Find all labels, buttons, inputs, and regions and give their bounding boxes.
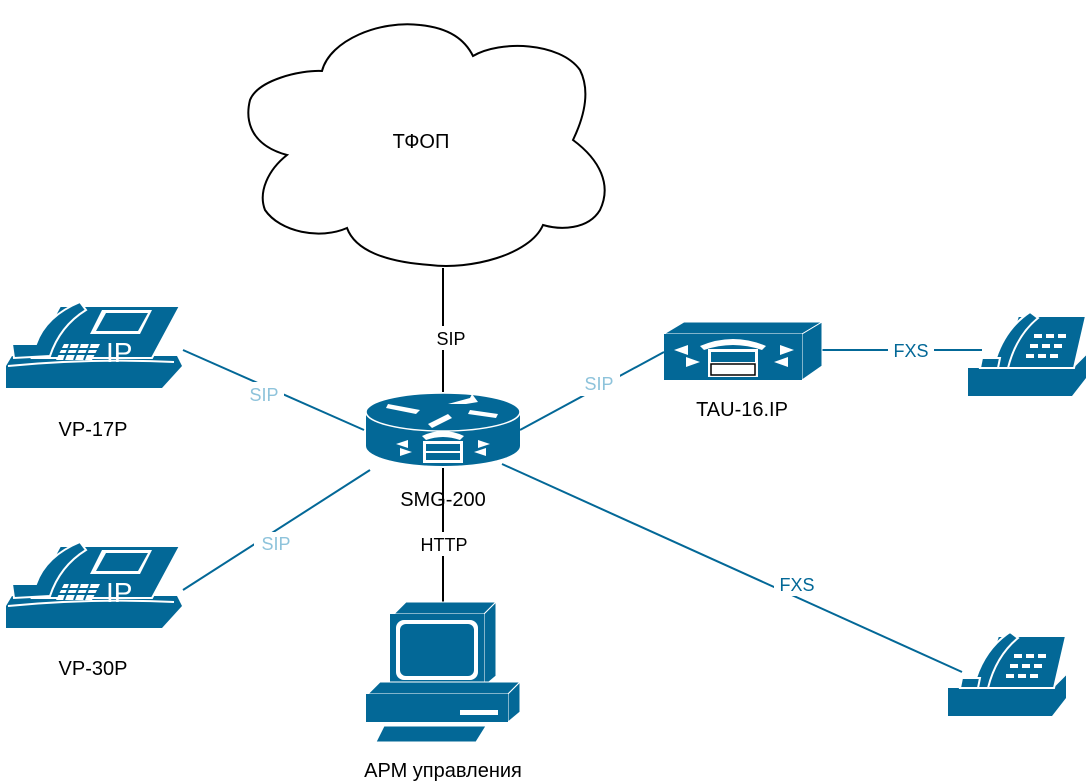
arm-label: АРМ управления	[364, 760, 522, 782]
tau-label: TAU-16.IP	[696, 399, 788, 421]
ip-phone-icon	[5, 541, 183, 629]
smg-label: SMG-200	[400, 489, 486, 511]
edge-vp30-smg	[182, 469, 371, 591]
cloud-icon	[247, 23, 606, 267]
vp17-node[interactable]: VP-17P	[5, 301, 183, 441]
edge-label-smg-phone: FXS	[779, 575, 814, 595]
tau-node[interactable]: TAU-16.IP	[662, 321, 824, 421]
vp17-label: VP-17P	[59, 419, 128, 441]
phone-smg-node[interactable]	[947, 631, 1067, 717]
smg-node[interactable]: SMG-200	[365, 392, 521, 511]
arm-node[interactable]: АРМ управления	[364, 600, 522, 782]
voice-router-icon	[365, 392, 521, 466]
edge-label-smg-arm: HTTP	[421, 535, 468, 555]
edge-labels: SIP SIP SIP SIP FXS FXS HTTP	[242, 326, 934, 596]
ip-phone-icon	[5, 301, 183, 389]
edge-label-tau-phone: FXS	[893, 341, 928, 361]
edge-label-vp17-smg: SIP	[249, 385, 278, 405]
edge-label-vp30-smg: SIP	[261, 534, 290, 554]
edges	[182, 268, 982, 673]
vp30-node[interactable]: VP-30P	[5, 541, 183, 680]
edge-smg-phone	[501, 463, 963, 673]
analog-phone-icon	[967, 311, 1087, 397]
vp30-label: VP-30P	[59, 658, 128, 680]
workstation-icon	[366, 600, 522, 743]
voice-gateway-icon	[662, 321, 824, 381]
edge-label-pstn-smg: SIP	[436, 329, 465, 349]
edge-label-smg-tau: SIP	[584, 374, 613, 394]
phone-tau-node[interactable]	[967, 311, 1087, 397]
pstn-node[interactable]: ТФОП	[247, 23, 606, 267]
pstn-label: ТФОП	[393, 131, 450, 153]
analog-phone-icon	[947, 631, 1067, 717]
